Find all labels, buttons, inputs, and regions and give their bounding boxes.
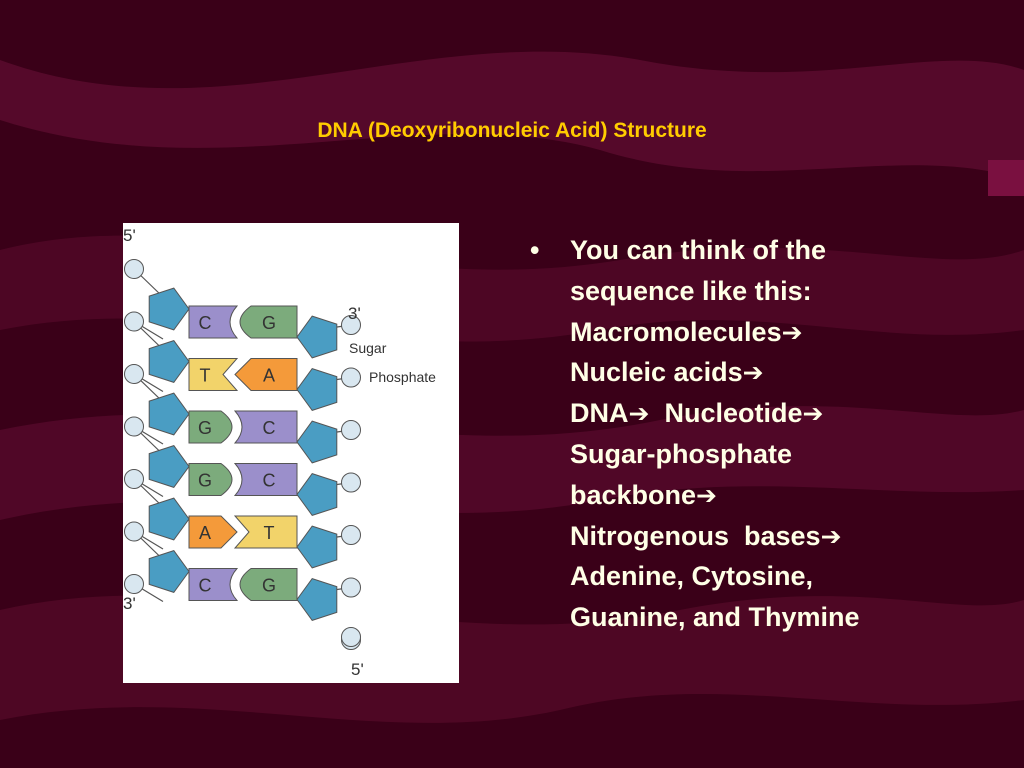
- text-line: sequence like this:: [570, 271, 860, 312]
- text-line-content: Nucleotide: [649, 398, 803, 429]
- phosphate-circle-right: [341, 525, 361, 545]
- base-G: [188, 410, 233, 444]
- text-line: Adenine, Cytosine,: [570, 556, 860, 597]
- sugar-pentagon-right: [296, 368, 338, 411]
- base-letter-left: G: [198, 418, 212, 438]
- base-letter-left: C: [199, 576, 212, 596]
- base-T: [188, 358, 239, 391]
- sugar-pentagon-right: [296, 420, 338, 464]
- label-3-prime-left: 3': [123, 594, 136, 613]
- sugar-pentagon-left: [148, 550, 190, 593]
- text-line-content: Sugar-phosphate: [570, 438, 793, 469]
- sugar-pentagon-left: [148, 445, 190, 488]
- base-C: [188, 305, 239, 339]
- base-letter-right: C: [263, 418, 276, 438]
- background-edge-bar: [988, 160, 1024, 196]
- label-sugar: Sugar: [349, 340, 387, 356]
- base-letter-right: A: [263, 366, 275, 386]
- base-G: [239, 305, 298, 339]
- bullet-marker: •: [530, 235, 540, 265]
- base-letter-left: A: [199, 523, 211, 543]
- right-arrow-icon: ➔: [742, 358, 764, 388]
- text-line: You can think of the: [570, 230, 860, 271]
- phosphate-circle-right: [341, 420, 361, 440]
- bullet-text: You can think of the sequence like this: M…: [570, 230, 860, 638]
- phosphate-circle-right: [341, 472, 361, 493]
- base-letter-left: C: [199, 313, 212, 333]
- base-C: [188, 568, 239, 601]
- sugar-pentagon-left: [148, 287, 190, 331]
- right-arrow-icon: ➔: [802, 399, 824, 429]
- base-G: [188, 463, 233, 496]
- text-line: Macromolecules➔: [570, 312, 860, 353]
- phosphate-circle-left: [124, 416, 144, 437]
- text-line-content: backbone: [570, 479, 697, 510]
- base-letter-left: G: [198, 471, 212, 491]
- text-line: Nitrogenous bases➔: [570, 516, 860, 557]
- label-phosphate: Phosphate: [369, 369, 436, 385]
- label-5-prime-right: 5': [351, 660, 364, 679]
- base-A: [234, 358, 298, 391]
- phosphate-circle-right: [341, 367, 361, 388]
- right-arrow-icon: ➔: [628, 399, 650, 429]
- phosphate-circle-left: [124, 574, 144, 594]
- sugar-pentagon-left: [148, 392, 190, 436]
- base-letter-right: T: [264, 523, 275, 543]
- sugar-pentagon-right: [296, 525, 338, 569]
- base-letter-right: G: [262, 313, 276, 333]
- text-line-content: Guanine, and Thymine: [570, 602, 860, 633]
- text-line-content: You can think of the: [570, 235, 826, 265]
- right-arrow-icon: ➔: [696, 480, 717, 510]
- base-letter-left: T: [200, 366, 211, 386]
- text-line: DNA➔ Nucleotide➔: [570, 393, 860, 434]
- text-line-content: Nitrogenous bases: [570, 520, 821, 551]
- sugar-pentagon-right: [296, 578, 338, 621]
- right-arrow-icon: ➔: [820, 521, 842, 551]
- right-arrow-icon: ➔: [781, 317, 803, 347]
- text-line-content: Nucleic acids: [570, 357, 743, 388]
- phosphate-circle-right: [341, 627, 361, 647]
- sugar-pentagon-right: [296, 473, 338, 516]
- phosphate-circle-left: [124, 521, 144, 542]
- text-line-content: Adenine, Cytosine,: [570, 561, 814, 592]
- base-letter-right: G: [262, 576, 276, 596]
- phosphate-circle-left: [124, 364, 144, 384]
- text-line-content: sequence like this:: [570, 275, 812, 306]
- label-5-prime-left: 5': [123, 226, 136, 245]
- sugar-pentagon-left: [148, 340, 190, 383]
- base-T: [233, 515, 298, 549]
- phosphate-circle-left: [124, 469, 144, 489]
- text-line: Guanine, and Thymine: [570, 597, 860, 638]
- slide-title: DNA (Deoxyribonucleic Acid) Structure: [317, 119, 707, 142]
- base-C: [233, 410, 298, 444]
- base-A: [188, 515, 238, 549]
- base-letter-right: C: [263, 471, 276, 491]
- text-line: Nucleic acids➔: [570, 352, 860, 393]
- sugar-pentagon-left: [148, 497, 190, 541]
- text-line-content: DNA: [570, 398, 629, 429]
- phosphate-circle-right: [341, 315, 361, 335]
- text-line: Sugar-phosphate: [570, 434, 860, 475]
- label-3-prime-right: 3': [348, 304, 361, 323]
- phosphate-circle-right: [341, 577, 361, 598]
- base-G: [239, 568, 298, 601]
- text-line-content: Macromolecules: [570, 316, 782, 347]
- base-C: [233, 463, 298, 496]
- phosphate-circle-left: [124, 259, 144, 279]
- background-wave: [0, 51, 1024, 181]
- phosphate-circle-left: [124, 311, 144, 332]
- text-line: backbone➔: [570, 475, 860, 516]
- sugar-pentagon-right: [296, 315, 338, 359]
